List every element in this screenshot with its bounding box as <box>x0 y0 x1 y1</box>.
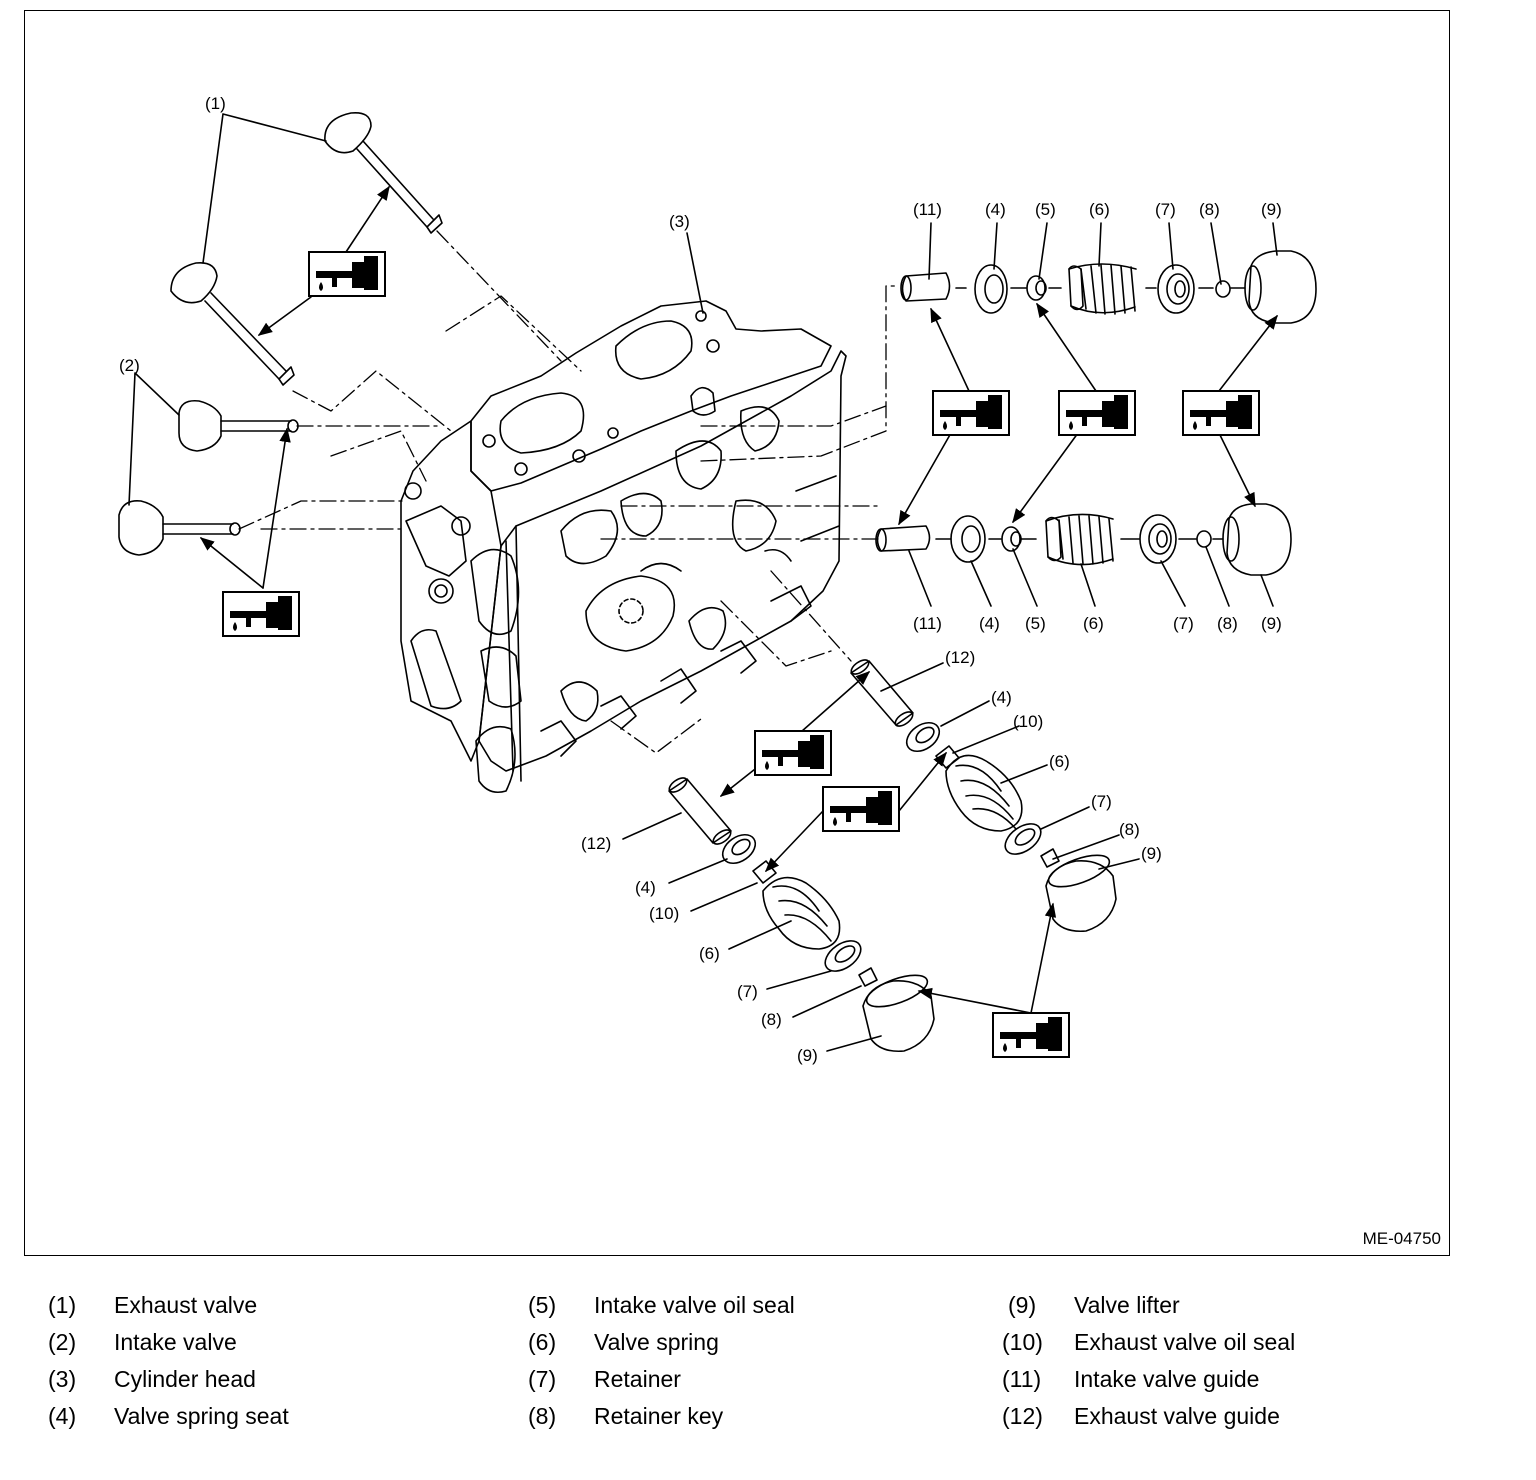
callout-7-right: (7) <box>1091 792 1112 811</box>
oil-can-icon <box>1182 390 1260 436</box>
parts-legend: (1) Exhaust valve (2) Intake valve (3) C… <box>0 1286 1536 1446</box>
legend-label: Intake valve <box>114 1329 237 1355</box>
right-exhaust-assembly <box>850 659 1117 933</box>
callout-5-top: (5) <box>1035 200 1056 219</box>
callout-3: (3) <box>669 212 690 231</box>
legend-number: (5) <box>528 1292 557 1318</box>
legend-label: Valve spring <box>594 1329 719 1355</box>
legend-number: (11) <box>1002 1366 1042 1392</box>
legend-number: (7) <box>528 1366 557 1392</box>
legend-number: (9) <box>1008 1292 1037 1318</box>
legend-label: Intake valve guide <box>1074 1366 1260 1392</box>
legend-label: Valve lifter <box>1074 1292 1180 1318</box>
oil-can-icon <box>222 591 300 637</box>
callout-6-right: (6) <box>1049 752 1070 771</box>
callout-11-top: (11) <box>913 200 942 219</box>
callout-7-top: (7) <box>1155 200 1176 219</box>
callout-6-left: (6) <box>699 944 720 963</box>
callout-2: (2) <box>119 356 140 375</box>
callout-9-top: (9) <box>1261 200 1282 219</box>
figure-code: ME-04750 <box>1362 1229 1441 1248</box>
oil-can-icon <box>1058 390 1136 436</box>
intake-valve-lower <box>118 499 241 556</box>
legend-number: (8) <box>528 1403 557 1429</box>
callout-12-right: (12) <box>945 648 975 667</box>
legend-label: Intake valve oil seal <box>594 1292 795 1318</box>
legend-number: (1) <box>48 1292 77 1318</box>
intake-valve-upper <box>178 399 299 452</box>
oil-can-icon <box>308 251 386 297</box>
callout-4-mid: (4) <box>979 614 1000 633</box>
callout-4-right: (4) <box>991 688 1012 707</box>
callout-8-left: (8) <box>761 1010 782 1029</box>
legend-label: Exhaust valve oil seal <box>1074 1329 1296 1355</box>
legend-number: (12) <box>1002 1403 1043 1429</box>
callout-5-mid: (5) <box>1025 614 1046 633</box>
exploded-diagram: (1) (2) (3) (11) (4) (5) (6) (7) (8) (9)… <box>118 94 1317 1065</box>
callout-11-mid: (11) <box>913 614 942 633</box>
legend-number: (6) <box>528 1329 557 1355</box>
callout-8-mid: (8) <box>1217 614 1238 633</box>
exhaust-valve-upper <box>324 111 443 234</box>
exploded-view-figure: (1) (2) (3) (11) (4) (5) (6) (7) (8) (9)… <box>24 10 1450 1256</box>
oil-can-icon <box>822 786 900 832</box>
callout-7-left: (7) <box>737 982 758 1001</box>
callout-9-left: (9) <box>797 1046 818 1065</box>
callout-12-left: (12) <box>581 834 611 853</box>
callout-6-mid: (6) <box>1083 614 1104 633</box>
callout-10-right: (10) <box>1013 712 1043 731</box>
legend-number: (4) <box>48 1403 77 1429</box>
callout-8-top: (8) <box>1199 200 1220 219</box>
legend-label: Exhaust valve <box>114 1292 258 1318</box>
legend-label: Retainer key <box>594 1403 724 1429</box>
callout-4-top: (4) <box>985 200 1006 219</box>
callout-7-mid: (7) <box>1173 614 1194 633</box>
legend-number: (10) <box>1002 1329 1043 1355</box>
callout-1: (1) <box>205 94 226 113</box>
legend-label: Valve spring seat <box>114 1403 289 1429</box>
callout-8-right: (8) <box>1119 820 1140 839</box>
legend-number: (3) <box>48 1366 77 1392</box>
callout-9-right: (9) <box>1141 844 1162 863</box>
legend-number: (2) <box>48 1329 77 1355</box>
legend-label: Retainer <box>594 1366 681 1392</box>
exhaust-valve-lower <box>170 261 295 386</box>
legend-label: Exhaust valve guide <box>1074 1403 1280 1429</box>
oil-can-icon <box>754 730 832 776</box>
middle-intake-assembly <box>875 503 1292 576</box>
top-intake-assembly <box>900 250 1317 324</box>
oil-can-icon <box>992 1012 1070 1058</box>
legend-label: Cylinder head <box>114 1366 256 1392</box>
callout-10-left: (10) <box>649 904 679 923</box>
oil-can-icon <box>932 390 1010 436</box>
callout-6-top: (6) <box>1089 200 1110 219</box>
cylinder-head <box>400 300 847 794</box>
callout-9-mid: (9) <box>1261 614 1282 633</box>
callout-4-left: (4) <box>635 878 656 897</box>
